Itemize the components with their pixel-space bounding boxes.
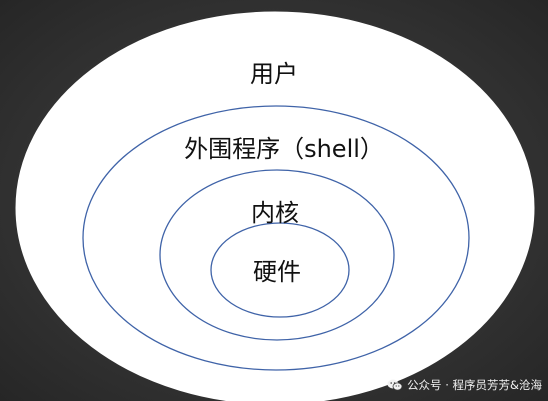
- layer-hardware-ellipse: [210, 222, 350, 318]
- watermark-text: 公众号 · 程序员芳芳&沧海: [407, 378, 542, 392]
- layer-kernel-label: 内核: [251, 199, 299, 227]
- watermark: 公众号 · 程序员芳芳&沧海: [387, 377, 542, 393]
- wechat-icon: [387, 379, 403, 391]
- layer-shell-label: 外围程序（shell）: [184, 135, 384, 163]
- layer-user-label: 用户: [250, 60, 298, 88]
- layer-hardware-label: 硬件: [253, 258, 301, 286]
